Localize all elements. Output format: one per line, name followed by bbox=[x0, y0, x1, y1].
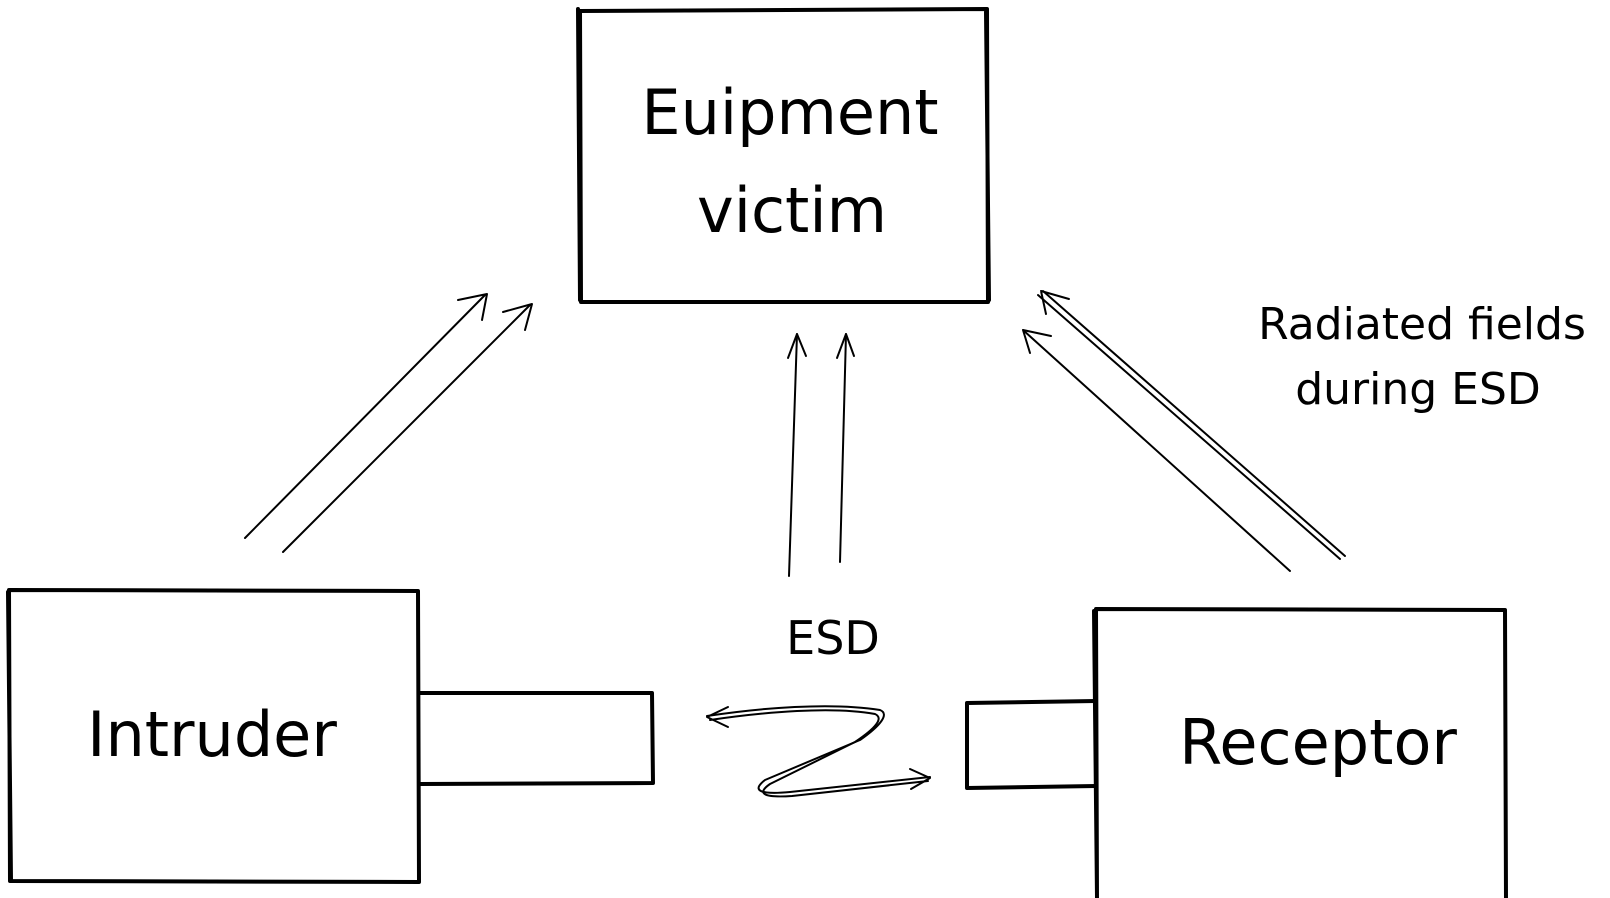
intruder-label: Intruder bbox=[87, 698, 337, 771]
receptor-node[interactable]: Receptor bbox=[965, 607, 1508, 898]
receptor-to-victim-arrow bbox=[1022, 290, 1346, 572]
intruder-node[interactable]: Intruder bbox=[6, 588, 655, 884]
victim-node[interactable]: Euipment victim bbox=[576, 7, 991, 304]
radiated-fields-label-line1: Radiated fields bbox=[1258, 299, 1586, 350]
victim-label-line2: victim bbox=[697, 174, 887, 247]
esd-label: ESD bbox=[786, 611, 880, 665]
victim-box bbox=[576, 7, 991, 304]
victim-label-line1: Euipment bbox=[641, 76, 938, 149]
intruder-to-victim-arrow bbox=[244, 293, 533, 553]
receptor-probe bbox=[965, 699, 1098, 790]
esd-discharge-zigzag bbox=[706, 705, 931, 798]
receptor-box bbox=[1092, 607, 1508, 898]
esd-arrowhead-left bbox=[706, 706, 729, 728]
receptor-label: Receptor bbox=[1179, 706, 1457, 779]
esd-arrowhead-right bbox=[909, 768, 931, 790]
intruder-box bbox=[6, 588, 421, 884]
intruder-probe bbox=[417, 691, 655, 786]
esd-to-victim-arrow bbox=[787, 333, 855, 577]
radiated-fields-label-line2: during ESD bbox=[1295, 364, 1541, 415]
